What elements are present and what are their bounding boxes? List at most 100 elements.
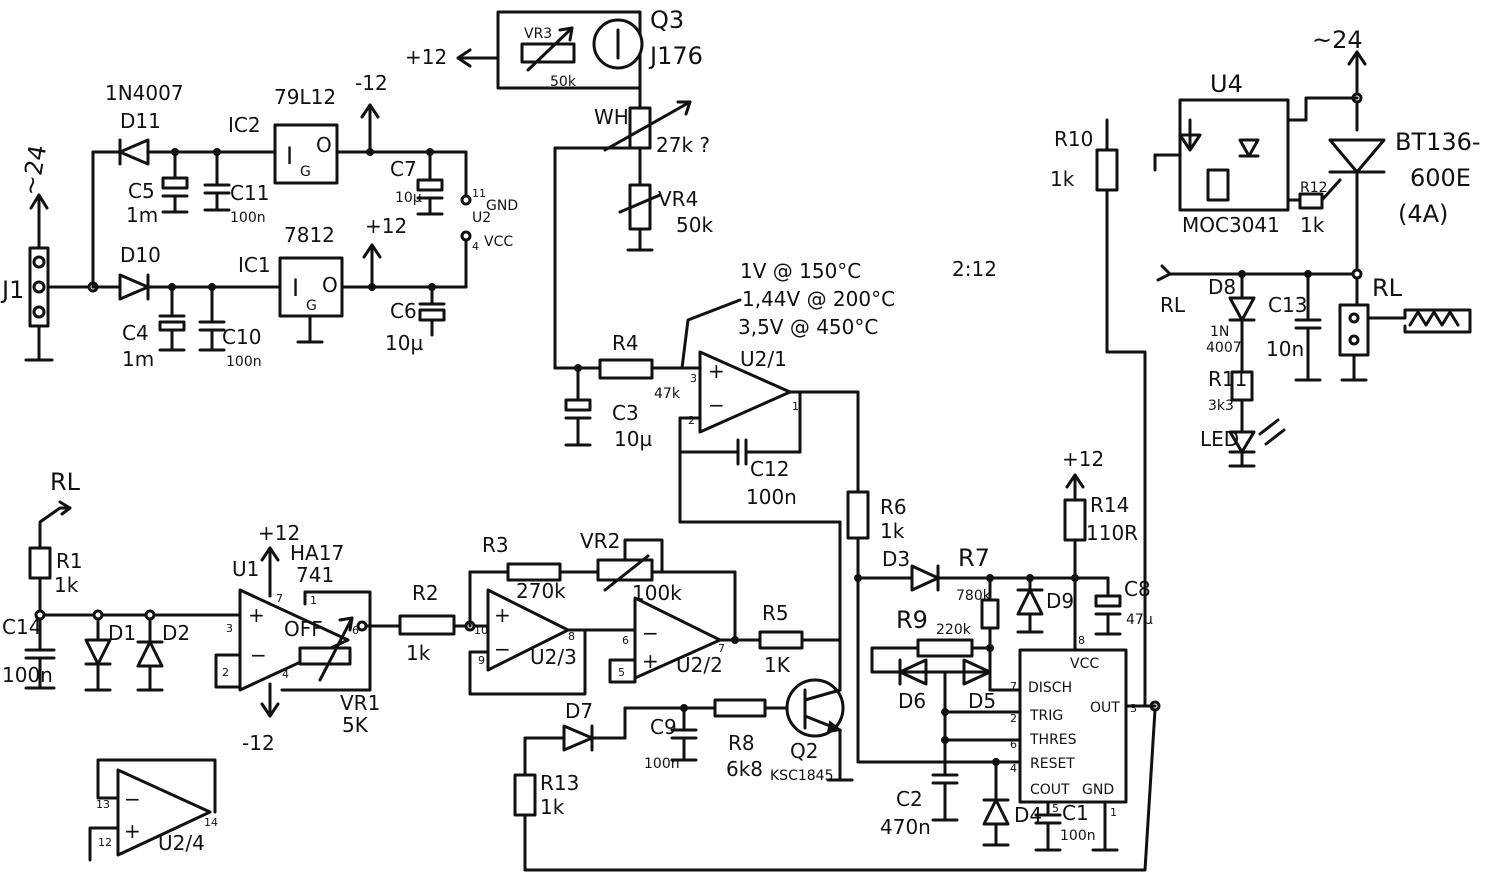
c8-value: 47µ — [1126, 612, 1153, 628]
d7-label: D7 — [565, 699, 593, 723]
u2-vcc-label: VCC — [484, 234, 513, 250]
temp-note-450: 3,5V @ 450°C — [738, 315, 878, 339]
ac-input-label-left: ~24 — [16, 143, 52, 198]
ic2-out-pin: O — [316, 133, 332, 157]
r13-resistor — [513, 773, 537, 817]
vr2-potentiometer — [596, 558, 654, 582]
rl-connector-label: RL — [1372, 274, 1403, 302]
c3-capacitor — [564, 398, 592, 412]
u2-1-label: U2/1 — [740, 347, 787, 371]
u1-supply-rail: +12 — [258, 521, 300, 545]
u2-1-plus: + — [708, 359, 725, 383]
temp-note-150: 1V @ 150°C — [740, 259, 861, 283]
vr3-potentiometer — [520, 42, 576, 64]
r10-resistor — [1095, 148, 1119, 192]
c12-value: 100n — [746, 485, 797, 509]
u2-3-opamp — [486, 588, 570, 672]
c11-label: C11 — [230, 181, 269, 205]
u2-gnd-pin: 11 — [472, 187, 486, 200]
r1-resistor — [28, 546, 52, 580]
u2-4-opamp — [116, 768, 212, 857]
d2-label: D2 — [162, 621, 190, 645]
r2-label: R2 — [412, 581, 439, 605]
r3-resistor — [506, 562, 562, 582]
u1-label: U1 — [232, 557, 259, 581]
r8-label: R8 — [728, 731, 755, 755]
r14-label: R14 — [1090, 493, 1129, 517]
ic1-out-pin: O — [322, 273, 338, 297]
c14-value: 100n — [2, 663, 53, 687]
heater-load — [1408, 310, 1460, 327]
vr1-potentiometer — [298, 646, 352, 666]
q3-supply-rail: +12 — [405, 45, 447, 69]
heater-section: +12 VR3 50k Q3 J176 WH 27k ? VR4 50k — [405, 6, 997, 642]
led-label: LED — [1200, 427, 1239, 451]
u2-2-label: U2/2 — [676, 653, 723, 677]
d5-label: D5 — [968, 689, 996, 713]
c5-capacitor — [161, 176, 189, 190]
u2-3-plus: + — [494, 603, 511, 627]
u2-gnd-label: GND — [486, 198, 518, 214]
u2-1-pin2: 2 — [688, 414, 695, 427]
power-supply-section: J1 ~24 1N4007 D11 C5 1m C11 100n — [0, 71, 518, 371]
u2-1-opamp — [698, 350, 792, 434]
r12-value: 1k — [1300, 213, 1325, 237]
d8-diode — [1228, 296, 1256, 322]
u2-1-minus: − — [708, 393, 725, 417]
d8-part-2: 4007 — [1206, 340, 1242, 356]
u1-pin3: 3 — [226, 622, 233, 635]
c11-value: 100n — [230, 210, 266, 226]
r6-value: 1k — [880, 519, 905, 543]
wh-label: WH — [594, 105, 629, 129]
triac-part: BT136- — [1395, 128, 1481, 156]
d11-part: 1N4007 — [105, 81, 184, 105]
c14-label: C14 — [2, 615, 41, 639]
r4-label: R4 — [612, 331, 639, 355]
vr4-value: 50k — [676, 213, 713, 237]
u1-part: HA17 — [290, 541, 344, 565]
temp-note-200: 1,44V @ 200°C — [742, 287, 895, 311]
input-amplifier-section: RL R1 1k C14 100n D1 D2 + − U1 HA17 — [2, 468, 1147, 872]
r3-value: 270k — [516, 579, 566, 603]
r4-resistor — [598, 358, 654, 380]
ac-input-label-right: ~24 — [1312, 26, 1363, 54]
ic1-label: IC1 — [238, 253, 271, 277]
ne555-gnd: GND — [1082, 782, 1114, 798]
c10-value: 100n — [226, 354, 262, 370]
r11-label: R11 — [1208, 367, 1247, 391]
c12-label: C12 — [750, 457, 789, 481]
r11-value: 3k3 — [1208, 398, 1234, 414]
d3-label: D3 — [882, 547, 910, 571]
r2-value: 1k — [406, 641, 431, 665]
ne555-pin3: 3 — [1130, 702, 1137, 715]
r12-label: R12 — [1300, 180, 1328, 196]
d4-diode — [982, 798, 1010, 826]
u1-pin2: 2 — [222, 666, 229, 679]
u2-3-pin9: 9 — [478, 654, 485, 667]
vr3-label: VR3 — [524, 26, 552, 42]
d3-diode — [910, 564, 940, 592]
triac-section: ~24 R10 1k U4 MOC3041 R12 1k BT136- — [1050, 26, 1481, 708]
u1-pin1: 1 — [310, 594, 317, 607]
u2-2-minus: − — [642, 621, 659, 645]
vr1-value: 5K — [342, 713, 369, 737]
c6-value: 10µ — [385, 331, 423, 355]
d6-label: D6 — [898, 689, 926, 713]
q3-part: J176 — [648, 42, 703, 70]
u2-label: U2 — [472, 210, 491, 226]
c4-label: C4 — [122, 321, 149, 345]
r14-resistor — [1063, 498, 1087, 542]
d10-diode — [118, 273, 150, 301]
u2-2-plus: + — [642, 649, 659, 673]
r8-resistor — [713, 698, 767, 718]
u4-label: U4 — [1210, 70, 1243, 98]
ne555-cout: COUT — [1030, 782, 1070, 798]
r9-value: 220k — [936, 622, 972, 638]
r2-resistor — [398, 614, 456, 636]
bt136-triac — [1328, 138, 1386, 174]
u2-2-pin6: 6 — [622, 634, 629, 647]
c2-value: 470n — [880, 815, 931, 839]
u2-1-pin1: 1 — [792, 400, 799, 413]
u1-pin7: 7 — [276, 592, 283, 605]
